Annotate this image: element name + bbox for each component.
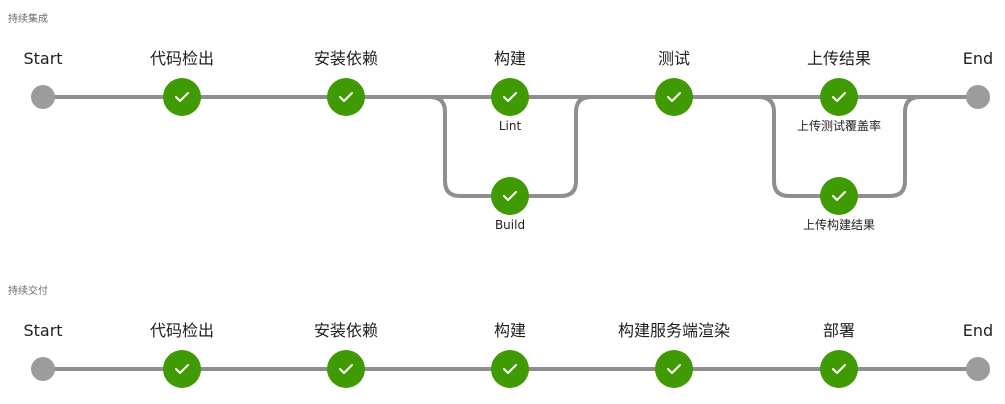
job-node-install[interactable] (327, 350, 365, 388)
end-node (966, 85, 990, 109)
stage-label-build: 构建 (494, 49, 526, 68)
job-node-checkout[interactable] (163, 78, 201, 116)
start-label: Start (23, 49, 62, 68)
job-node-upload-build[interactable] (820, 177, 858, 215)
pipeline-graph-ci: Start End 代码检出 安装依赖 构建 Lint Build 测试 (23, 49, 993, 232)
check-icon (175, 364, 189, 374)
check-icon (667, 92, 681, 102)
stage-label-install: 安装依赖 (314, 49, 378, 68)
check-icon (339, 364, 353, 374)
pipeline-graph-cd: Start End 代码检出 安装依赖 构建 构建服务端渲染 部署 (23, 321, 993, 388)
job-label-upload-build: 上传构建结果 (803, 217, 875, 232)
job-node-deploy[interactable] (820, 350, 858, 388)
check-icon (503, 364, 517, 374)
stage-label-build: 构建 (494, 321, 526, 340)
check-icon (339, 92, 353, 102)
stage-label-upload: 上传结果 (807, 49, 871, 68)
job-label-build: Build (495, 218, 525, 232)
job-node-test[interactable] (655, 78, 693, 116)
stage-label-checkout: 代码检出 (150, 321, 214, 340)
stage-label-test: 测试 (658, 49, 690, 68)
job-label-upload-coverage: 上传测试覆盖率 (797, 118, 881, 133)
job-label-lint: Lint (499, 119, 522, 133)
check-icon (832, 92, 846, 102)
job-node-install[interactable] (327, 78, 365, 116)
stage-label-install: 安装依赖 (314, 321, 378, 340)
section-title-cd: 持续交付 (8, 286, 48, 297)
stage-label-checkout: 代码检出 (150, 49, 214, 68)
check-icon (667, 364, 681, 374)
job-node-upload-coverage[interactable] (820, 78, 858, 116)
end-label: End (963, 49, 993, 68)
job-node-checkout[interactable] (163, 350, 201, 388)
start-node (31, 357, 55, 381)
check-icon (503, 92, 517, 102)
end-label: End (963, 321, 993, 340)
job-node-build[interactable] (491, 177, 529, 215)
job-node-build[interactable] (491, 350, 529, 388)
check-icon (832, 364, 846, 374)
section-title-ci: 持续集成 (8, 14, 48, 25)
start-label: Start (23, 321, 62, 340)
end-node (966, 357, 990, 381)
start-node (31, 85, 55, 109)
job-node-lint[interactable] (491, 78, 529, 116)
stage-label-deploy: 部署 (823, 321, 855, 340)
check-icon (175, 92, 189, 102)
job-node-ssr[interactable] (655, 350, 693, 388)
check-icon (503, 191, 517, 201)
check-icon (832, 191, 846, 201)
stage-label-ssr: 构建服务端渲染 (618, 321, 730, 340)
